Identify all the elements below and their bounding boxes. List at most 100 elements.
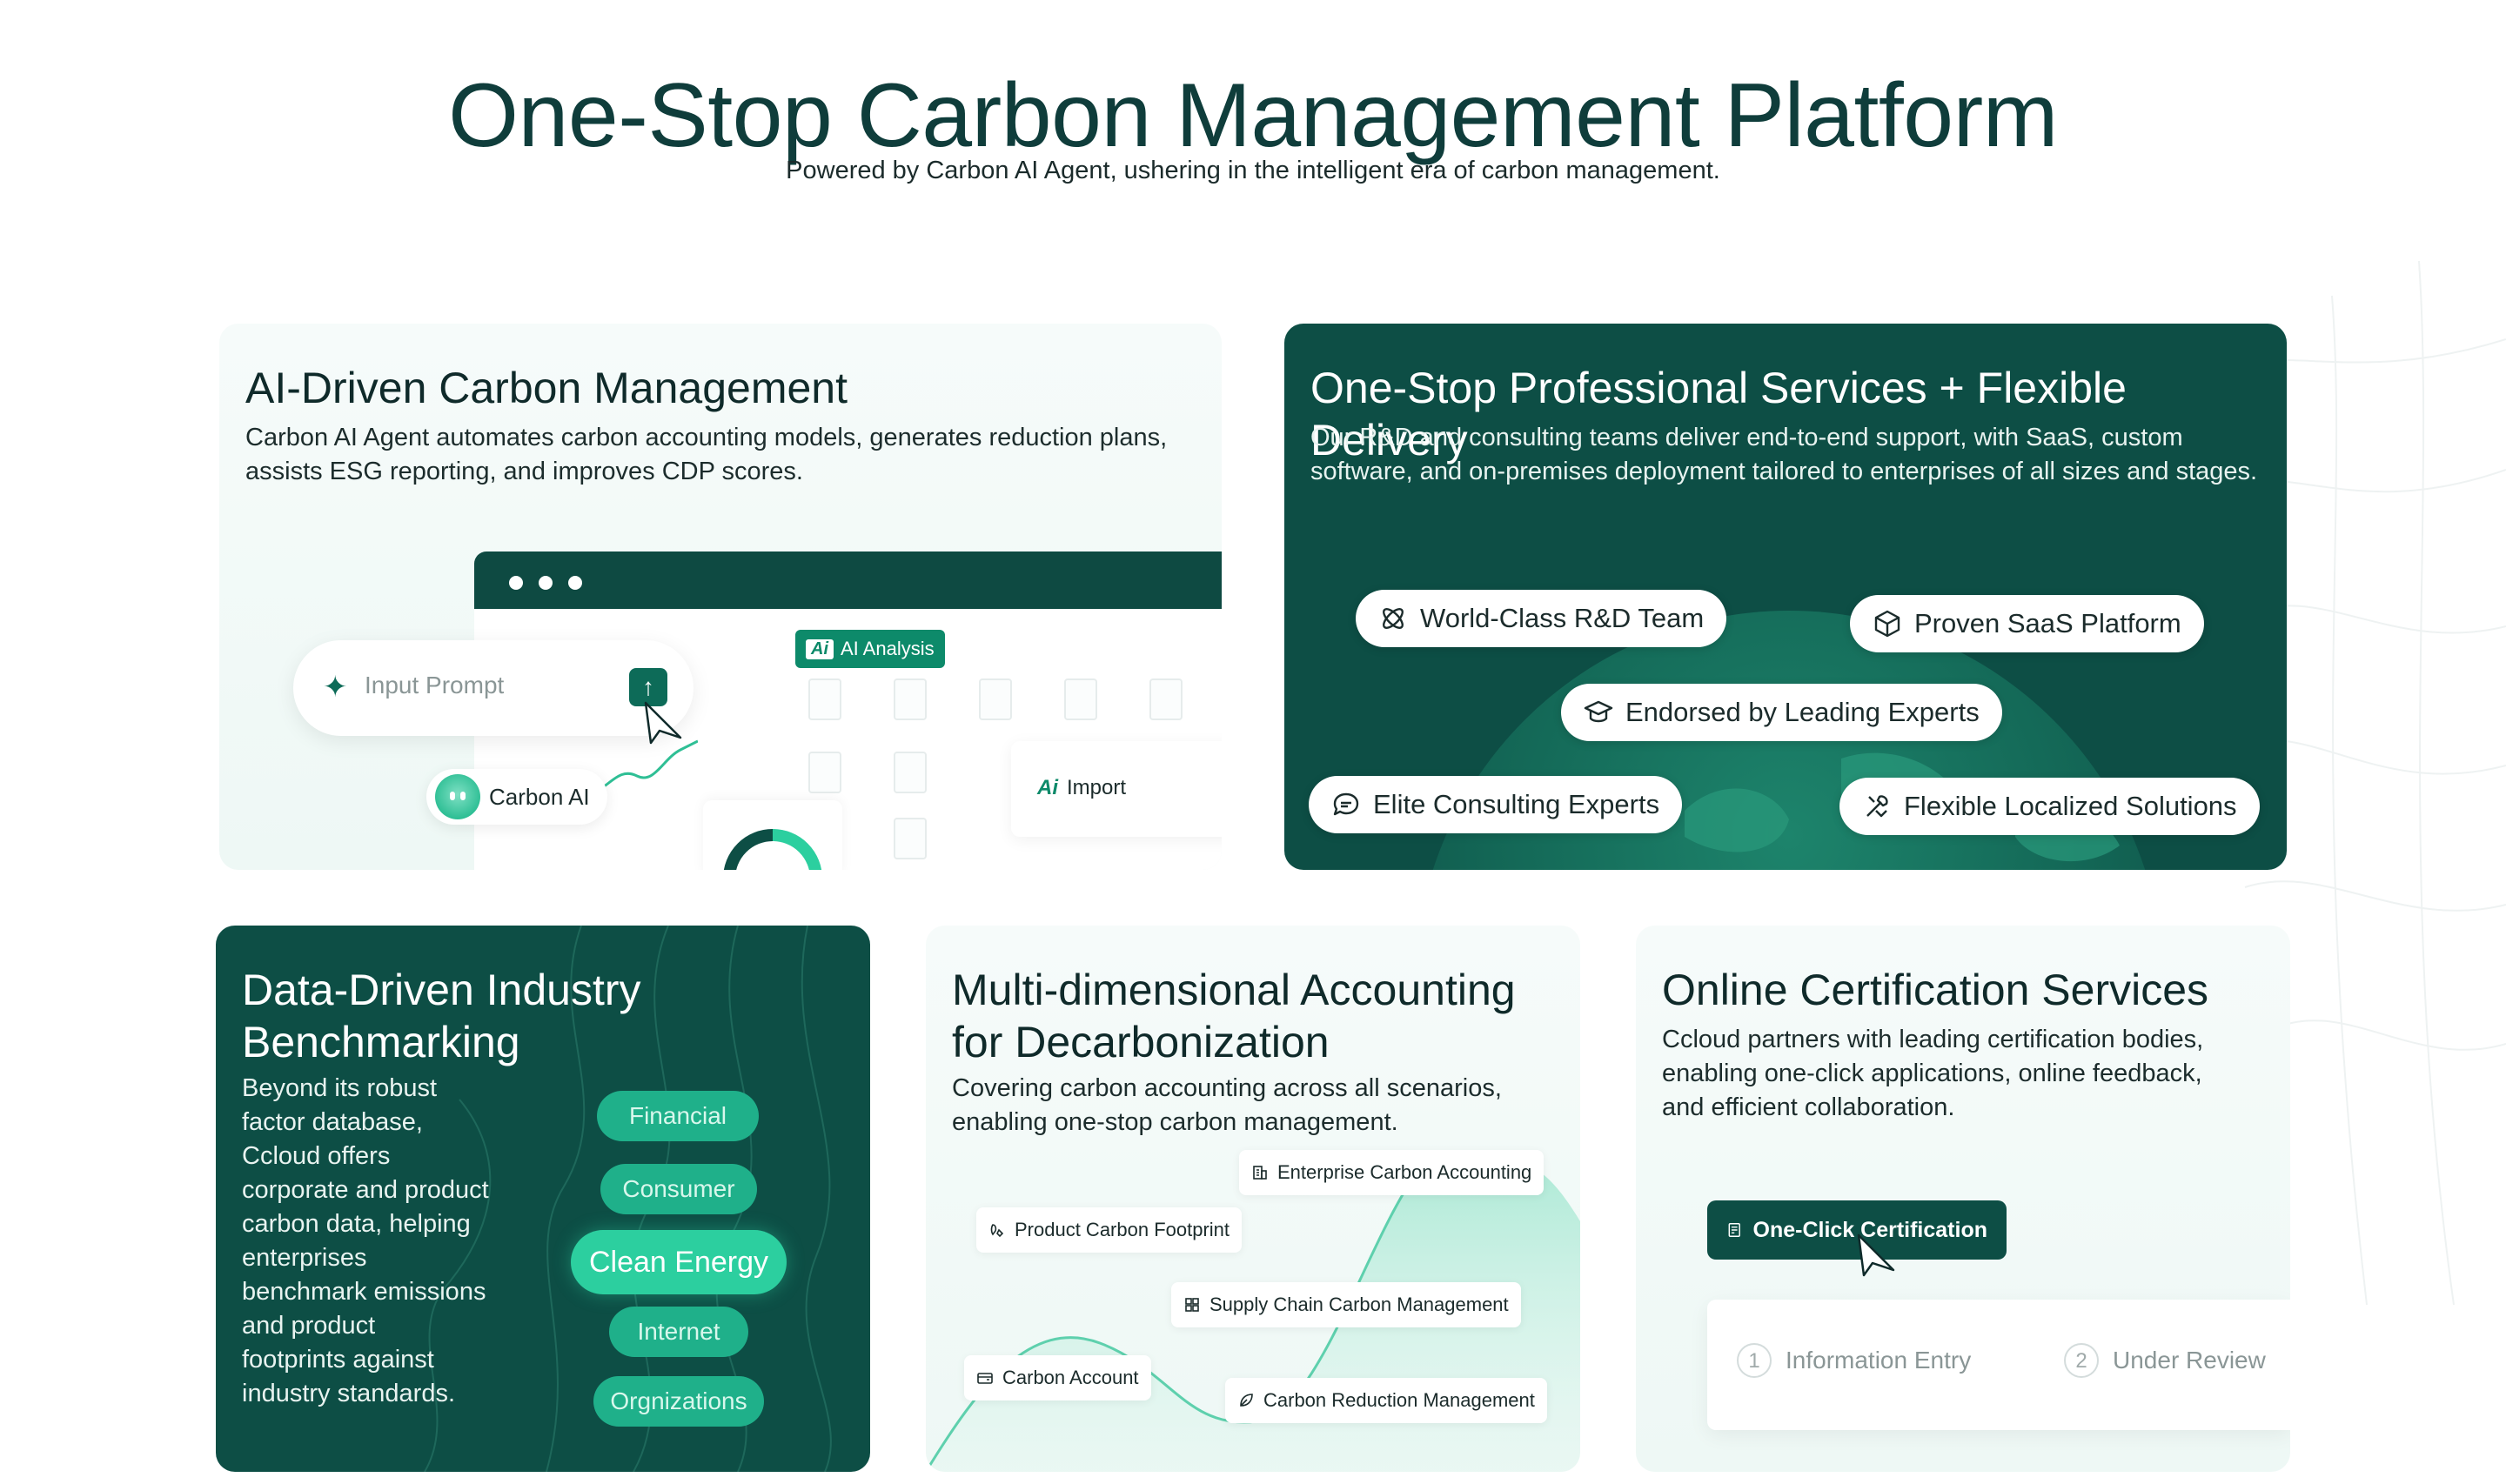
step-label: Information Entry [1786, 1347, 1972, 1374]
card-professional-services[interactable]: One-Stop Professional Services + Flexibl… [1284, 324, 2287, 870]
pill-localized-solutions[interactable]: Flexible Localized Solutions [1839, 778, 2260, 835]
tag-consumer[interactable]: Consumer [600, 1164, 757, 1214]
card-description: Ccloud partners with leading certificati… [1662, 1023, 2203, 1125]
file-icon [894, 678, 927, 720]
card-title: Online Certification Services [1662, 966, 2209, 1014]
card-benchmarking[interactable]: Data-Driven Industry Benchmarking Beyond… [216, 926, 870, 1472]
chip-carbon-reduction[interactable]: Carbon Reduction Management [1225, 1378, 1547, 1423]
building-icon [1253, 1166, 1267, 1180]
ai-analysis-label: AI Analysis [841, 638, 935, 659]
step-under-review: 2 Under Review [2064, 1343, 2266, 1378]
cursor-icon [1857, 1233, 1895, 1277]
description-line: assists ESG reporting, and improves CDP … [245, 458, 803, 485]
cursor-icon [644, 701, 682, 745]
card-certification[interactable]: Online Certification Services Ccloud par… [1636, 926, 2290, 1472]
chip-carbon-account[interactable]: Carbon Account [964, 1355, 1151, 1400]
description-line: factor database, [242, 1108, 423, 1136]
chip-label: Supply Chain Carbon Management [1209, 1293, 1509, 1315]
description-line: Covering carbon accounting across all sc… [952, 1074, 1502, 1102]
one-click-certification-button[interactable]: One-Click Certification [1707, 1200, 2007, 1260]
description-line: software, and on-premises deployment tai… [1310, 458, 2258, 485]
description-line: corporate and product [242, 1176, 489, 1204]
gauge-card [703, 800, 842, 870]
import-card[interactable]: Ai Import [1011, 741, 1222, 837]
step-label: Under Review [2113, 1347, 2266, 1374]
window-dot [539, 576, 553, 590]
pill-leading-experts[interactable]: Endorsed by Leading Experts [1561, 684, 2002, 741]
graduation-cap-icon [1584, 700, 1613, 723]
chip-label: Product Carbon Footprint [1015, 1219, 1230, 1240]
title-line: Multi-dimensional Accounting [952, 966, 1516, 1014]
card-title: AI-Driven Carbon Management [245, 364, 848, 412]
card-description: Covering carbon accounting across all sc… [952, 1072, 1502, 1140]
title-line: Data-Driven Industry [242, 966, 641, 1014]
card-description: Beyond its robust factor database, Cclou… [242, 1072, 489, 1411]
card-ai-driven[interactable]: AI-Driven Carbon Management Carbon AI Ag… [219, 324, 1222, 870]
file-icon [894, 752, 927, 793]
pill-label: Elite Consulting Experts [1373, 789, 1660, 819]
pill-saas-platform[interactable]: Proven SaaS Platform [1850, 595, 2204, 652]
document-icon [1728, 1223, 1740, 1237]
file-icon [808, 752, 841, 793]
description-line: industry standards. [242, 1380, 456, 1407]
card-title: One-Stop Professional Services + Flexibl… [1310, 364, 2127, 465]
tools-icon [1866, 795, 1888, 818]
sparkle-icon: ✦ [323, 671, 348, 704]
tag-clean-energy[interactable]: Clean Energy [571, 1230, 787, 1294]
carbon-ai-label: Carbon AI [489, 783, 590, 810]
description-line: carbon data, helping [242, 1210, 471, 1238]
card-description: Carbon AI Agent automates carbon account… [245, 421, 1167, 489]
description-line: footprints against [242, 1346, 434, 1374]
chip-enterprise-accounting[interactable]: Enterprise Carbon Accounting [1239, 1150, 1544, 1195]
window-titlebar [474, 551, 1222, 609]
chip-label: Carbon Account [1002, 1367, 1139, 1388]
ai-analysis-badge: Ai AI Analysis [795, 630, 945, 668]
tag-organizations[interactable]: Orgnizations [593, 1376, 764, 1427]
page-subtitle: Powered by Carbon AI Agent, ushering in … [786, 157, 1720, 184]
file-icon [894, 818, 927, 859]
page-title: One-Stop Carbon Management Platform [448, 64, 2058, 166]
step-information-entry: 1 Information Entry [1737, 1343, 1971, 1378]
pill-rd-team[interactable]: World-Class R&D Team [1356, 590, 1727, 647]
description-line: enterprises [242, 1244, 367, 1272]
description-line: Carbon AI Agent automates carbon account… [245, 424, 1168, 451]
prompt-placeholder: Input Prompt [365, 672, 505, 699]
footprint-icon [990, 1224, 1004, 1238]
pill-label: Endorsed by Leading Experts [1625, 697, 1980, 727]
gauge-icon [723, 829, 822, 870]
description-line: Ccloud offers [242, 1142, 391, 1170]
file-icon [808, 678, 841, 720]
pill-label: Proven SaaS Platform [1914, 608, 2181, 638]
step-number: 1 [1737, 1343, 1772, 1378]
chip-label: Enterprise Carbon Accounting [1277, 1161, 1532, 1183]
description-line: and efficient collaboration. [1662, 1093, 1955, 1121]
tag-internet[interactable]: Internet [609, 1307, 748, 1357]
description-line: Our R&D and consulting teams deliver end… [1310, 424, 2183, 451]
prompt-input[interactable]: ✦ Input Prompt ↑ [293, 640, 694, 736]
file-icon [1064, 678, 1097, 720]
description-line: and product [242, 1312, 376, 1340]
tag-financial[interactable]: Financial [597, 1091, 759, 1141]
description-line: benchmark emissions [242, 1278, 486, 1306]
chip-product-footprint[interactable]: Product Carbon Footprint [976, 1207, 1243, 1253]
pill-label: World-Class R&D Team [1420, 603, 1705, 633]
import-label: Ai Import [1037, 776, 1126, 800]
carbon-ai-chip: Carbon AI [426, 769, 607, 825]
description-line: Ccloud partners with leading certificati… [1662, 1026, 2204, 1053]
title-line: Benchmarking [242, 1018, 520, 1066]
ai-logo-icon: Ai [806, 638, 834, 659]
wallet-icon [977, 1373, 993, 1384]
pill-consulting-experts[interactable]: Elite Consulting Experts [1309, 776, 1683, 833]
card-description: Our R&D and consulting teams deliver end… [1310, 421, 2257, 489]
trend-line-icon [593, 739, 698, 795]
chip-supply-chain[interactable]: Supply Chain Carbon Management [1171, 1282, 1521, 1327]
robot-icon [435, 774, 480, 819]
chip-label: Carbon Reduction Management [1263, 1389, 1535, 1411]
button-label: One-Click Certification [1752, 1217, 1988, 1242]
import-text: Import [1067, 776, 1127, 799]
grid-icon [1185, 1298, 1199, 1312]
description-line: enabling one-stop carbon management. [952, 1108, 1398, 1136]
card-accounting[interactable]: Multi-dimensional Accounting for Decarbo… [926, 926, 1580, 1472]
leaf-icon [1240, 1394, 1253, 1407]
send-button[interactable]: ↑ [629, 668, 667, 706]
